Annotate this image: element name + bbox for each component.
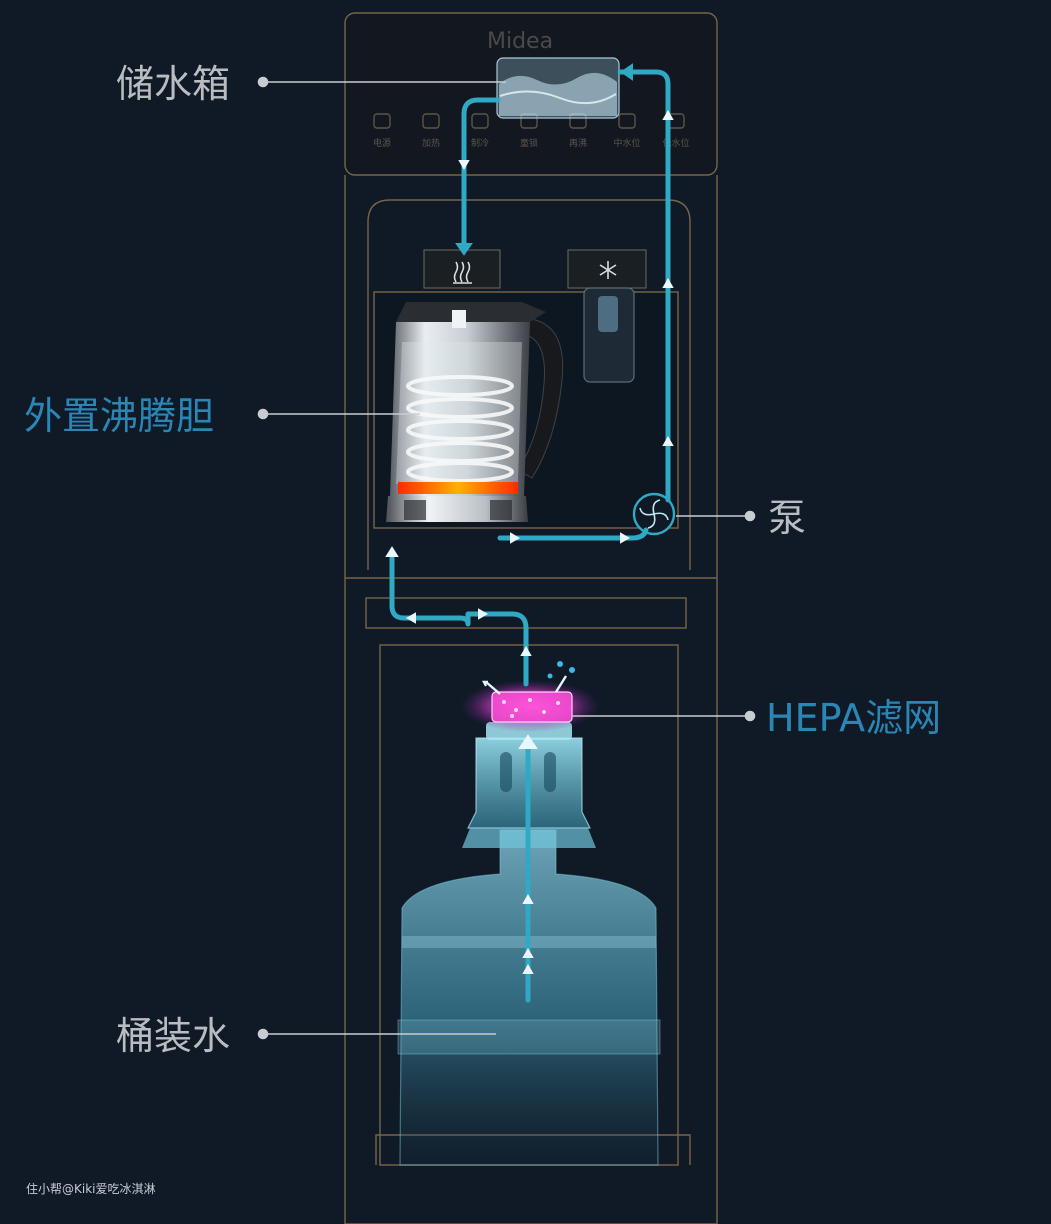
heating-element — [398, 482, 518, 494]
watermark: 住小帮@Kiki爱吃冰淇淋 — [26, 1182, 156, 1196]
external-boiler — [386, 302, 564, 522]
brand-logo: Midea — [487, 29, 553, 54]
panel-button-label: 加热 — [422, 137, 440, 149]
flow-to-pump — [497, 527, 649, 541]
label-hepa-filter: HEPA滤网 — [766, 696, 942, 740]
panel-button-label: 再沸 — [569, 137, 587, 149]
hepa-filter — [460, 661, 600, 732]
label-external-boiler: 外置沸腾胆 — [24, 394, 215, 438]
panel-button-label: 中水位 — [613, 137, 640, 149]
label-pump: 泵 — [768, 496, 807, 540]
label-bottled-water: 桶装水 — [116, 1014, 231, 1058]
water-tank — [496, 57, 620, 119]
hot-water-icon — [453, 261, 472, 284]
cold-outlet — [567, 249, 647, 289]
panel-button-icon — [422, 113, 440, 129]
panel-button-label: 制冷 — [471, 137, 489, 149]
leader-lines — [257, 76, 756, 1040]
flow-filter-to-channel — [389, 549, 529, 687]
flow-tank-to-hot — [461, 97, 501, 251]
flow-paths — [389, 69, 671, 1003]
panel-button-icon — [373, 113, 391, 129]
snowflake-icon — [599, 261, 617, 279]
panel-button-icon — [618, 113, 636, 129]
cold-tank — [583, 287, 635, 383]
flow-arrows — [385, 63, 674, 974]
label-water-tank: 储水箱 — [116, 62, 231, 106]
fan-icon — [639, 499, 669, 529]
flow-pump-to-tank — [617, 69, 671, 503]
boiling-coil — [406, 375, 514, 483]
panel-button-label: 童锁 — [520, 137, 538, 149]
panel-button-label: 电源 — [373, 137, 391, 149]
pump — [632, 492, 676, 536]
panel-button-icon — [471, 113, 489, 129]
hot-outlet — [423, 249, 501, 289]
